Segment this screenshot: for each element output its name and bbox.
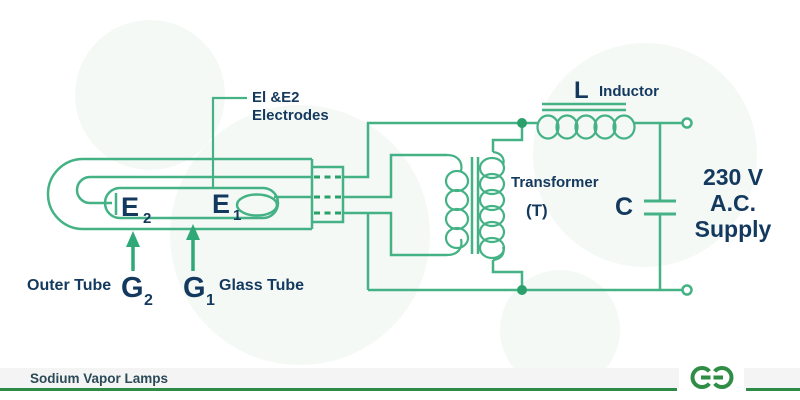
background-circle — [533, 43, 757, 267]
footer-underline-right — [746, 388, 800, 391]
inductor-coil — [536, 114, 636, 140]
electrodes-callout-text-line1: El &E2 — [252, 89, 300, 106]
transformer — [444, 150, 506, 262]
footer-band-left — [0, 368, 679, 388]
outer-tube-label: Outer Tube — [27, 277, 111, 294]
primary-exit — [446, 238, 463, 257]
secondary-loop — [478, 172, 506, 196]
primary-loop — [444, 226, 470, 250]
footer: Sodium Vapor Lamps — [0, 366, 800, 391]
g2-label: G — [121, 272, 144, 304]
inductor-loop — [593, 114, 617, 140]
labels: E 2 E 1 El &E2 Electrodes Outer Tube G 2… — [27, 77, 772, 309]
electrodes-callout-text-line2: Electrodes — [252, 107, 329, 124]
footer-title: Sodium Vapor Lamps — [30, 371, 168, 386]
secondary-loop — [478, 204, 506, 228]
inductor-label: Inductor — [599, 83, 659, 100]
transformer-label: Transformer — [511, 174, 599, 191]
supply-terminal-top — [681, 117, 693, 129]
glass-tube-arrow — [186, 224, 200, 271]
wiring — [343, 121, 683, 292]
arrow-head — [126, 231, 140, 247]
secondary-loop — [478, 156, 506, 180]
electrode-e2-label: E — [121, 192, 139, 222]
lamp-base — [310, 159, 345, 229]
secondary-exit — [492, 246, 505, 262]
electrode-e1-loop — [235, 193, 279, 217]
primary-loop — [444, 169, 470, 193]
inductor-loop — [574, 114, 598, 140]
footer-band-right — [744, 368, 800, 388]
electrode-e1-subscript: 1 — [233, 207, 241, 224]
glass-tube — [75, 175, 312, 205]
background-circle — [75, 20, 225, 170]
background-circle — [170, 105, 430, 365]
transformer-primary-coil — [444, 153, 470, 257]
outer-tube-arrow — [126, 231, 140, 271]
supply-terminal-bottom — [681, 284, 693, 296]
supply-voltage: 230 V — [703, 164, 764, 190]
g2-subscript: 2 — [144, 292, 153, 309]
wire-top-rail-left — [343, 121, 539, 179]
wire-secondary-bottom — [491, 260, 524, 290]
background-circle — [500, 270, 620, 390]
supply-word: Supply — [695, 216, 772, 242]
junction-dot-top — [517, 118, 527, 128]
outer-tube — [46, 157, 312, 231]
arrow-head — [186, 224, 200, 240]
transformer-secondary-coil — [478, 150, 506, 262]
glass-tube-label: Glass Tube — [219, 277, 304, 294]
wire-primary-upper — [343, 153, 447, 199]
logo-left-g — [690, 366, 711, 389]
electrode-e1-label: E — [212, 189, 230, 219]
footer-underline-left — [0, 388, 677, 391]
supply-current-type: A.C. — [710, 190, 756, 216]
primary-loop — [444, 207, 470, 231]
primary-entry — [446, 153, 463, 172]
secondary-loop — [478, 188, 506, 212]
inner-tube — [103, 186, 280, 220]
inductor-loop — [555, 114, 579, 140]
inductor — [536, 102, 636, 140]
electrodes-callout-line — [211, 96, 247, 187]
transformer-symbol: (T) — [526, 201, 548, 220]
logo-right-g — [713, 366, 734, 389]
g1-subscript: 1 — [206, 292, 215, 309]
lamp-base-shell — [312, 165, 345, 224]
capacitor — [644, 123, 676, 290]
transformer-core — [470, 157, 480, 254]
g1-label: G — [183, 272, 206, 304]
wire-secondary-top — [491, 123, 524, 152]
secondary-loop — [478, 220, 506, 244]
capacitor-symbol: C — [615, 193, 633, 221]
junction-dot-bottom — [517, 285, 527, 295]
inductor-symbol: L — [574, 77, 589, 104]
inductor-core — [542, 102, 626, 112]
inductor-loop — [612, 114, 636, 140]
sodium-lamp — [46, 157, 345, 231]
inductor-loop — [536, 114, 560, 140]
primary-loop — [444, 188, 470, 212]
background-decoration — [75, 20, 757, 390]
geeksforgeeks-logo-icon — [690, 366, 734, 389]
electrode-e2-subscript: 2 — [143, 210, 151, 227]
